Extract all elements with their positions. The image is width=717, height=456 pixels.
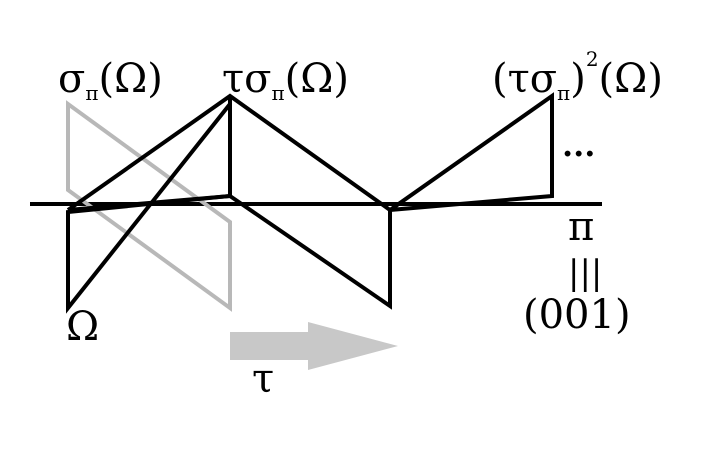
label-pi-subscript: π [85, 81, 98, 105]
label-sigma-pi-omega: σπ(Ω) [58, 56, 163, 105]
label-pi-subscript: π [271, 81, 284, 105]
reflected-triangle-sigma-pi [66, 100, 232, 312]
label-pi-subscript: π [557, 81, 570, 105]
label-arg: (Ω) [285, 56, 349, 102]
label-pi-plane: π [568, 204, 594, 250]
label-open: (τσ [492, 56, 557, 102]
label-close: ) [570, 56, 586, 102]
label-identity-symbol: ||| [568, 253, 602, 293]
label-tau-sigma-pi-squared-omega: (τσπ)2(Ω) [492, 47, 663, 105]
label-arg: (Ω) [98, 56, 162, 102]
label-arg: (Ω) [599, 56, 663, 102]
label-tau: τ [252, 356, 274, 402]
label-exponent: 2 [586, 47, 599, 71]
label-ellipsis: ... [562, 126, 595, 164]
label-tau-sigma-pi-omega: τσπ(Ω) [222, 56, 349, 105]
label-tau-sigma: τσ [222, 56, 271, 102]
zigzag-shape [66, 92, 554, 310]
label-sigma: σ [58, 56, 85, 102]
label-miller-index: (001) [523, 292, 631, 338]
label-omega: Ω [66, 304, 99, 350]
translation-arrow [230, 322, 398, 370]
